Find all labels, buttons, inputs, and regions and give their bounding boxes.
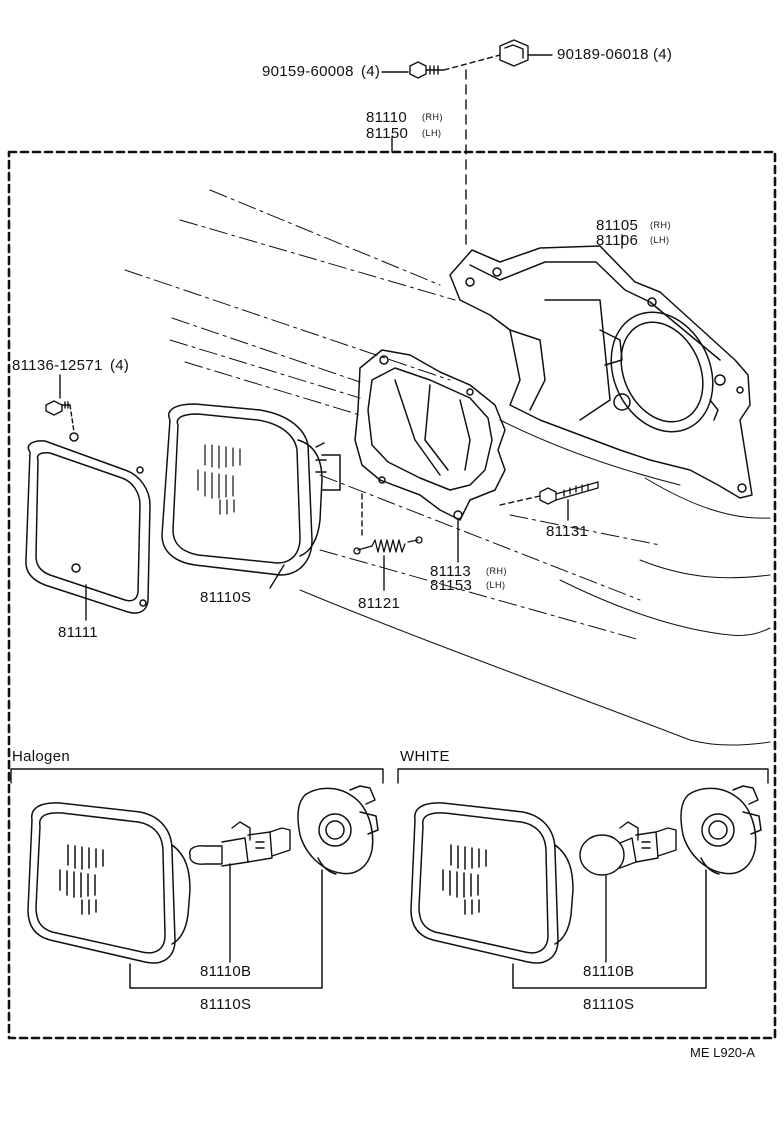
guide-lines	[125, 190, 660, 640]
white-unit-icon	[411, 803, 706, 988]
label-adjust-screw-number: 81131	[546, 523, 589, 540]
label-halogen-unit: 81110S	[200, 996, 252, 1013]
label-variant-halogen: Halogen	[12, 748, 70, 765]
sealed-beam-unit-icon	[162, 404, 340, 575]
halogen-unit-icon	[28, 803, 322, 988]
label-nut-clip-number: 90189-06018	[557, 46, 649, 63]
label-white-unit: 81110S	[583, 996, 635, 1013]
label-bracket-lh-number: 81106	[596, 232, 639, 249]
label-unit-number: 81110S	[200, 589, 252, 606]
white-bracket	[398, 769, 768, 783]
housing-icon	[355, 350, 505, 520]
diagram-code: ME L920-A	[690, 1045, 756, 1060]
label-housing-lh-number: 81153	[430, 577, 473, 594]
rim-icon	[26, 433, 150, 613]
adjust-screw-icon	[540, 482, 598, 504]
white-bulb-icon	[580, 822, 676, 875]
screw-icon	[46, 401, 70, 415]
label-assy-lh-number: 81150	[366, 125, 409, 142]
label-halogen-bulb: 81110B	[200, 963, 252, 980]
label-housing-rh-side: (RH)	[486, 566, 507, 576]
bracket-icon	[450, 246, 752, 498]
label-rim-number: 81111	[58, 624, 98, 641]
white-socket-icon	[681, 786, 761, 874]
nut-clip-icon	[500, 40, 528, 66]
lens-pattern-icon	[198, 445, 240, 514]
halogen-socket-icon	[298, 786, 378, 874]
bolt-icon	[410, 62, 444, 78]
spring-icon	[354, 537, 422, 554]
label-housing-rh-number: 81113	[430, 563, 471, 580]
body-contour	[300, 420, 770, 745]
label-bolt-qty: (4)	[361, 63, 381, 80]
label-bracket-rh-number: 81105	[596, 217, 639, 234]
label-bracket-lh-side: (LH)	[650, 235, 670, 245]
label-housing-lh-side: (LH)	[486, 580, 506, 590]
label-variant-white: WHITE	[400, 748, 450, 765]
label-assy-rh-side: (RH)	[422, 112, 443, 122]
halogen-bulb-icon	[190, 822, 290, 866]
label-nut-clip-qty: (4)	[653, 46, 673, 63]
label-screw-qty: (4)	[110, 357, 130, 374]
label-assy-lh-side: (LH)	[422, 128, 442, 138]
label-spring-number: 81121	[358, 595, 401, 612]
label-white-bulb: 81110B	[583, 963, 635, 980]
halogen-bracket	[11, 769, 383, 783]
label-screw-number: 81136-12571	[12, 357, 103, 374]
label-bracket-rh-side: (RH)	[650, 220, 671, 230]
label-assy-rh-number: 81110	[366, 109, 407, 126]
label-bolt-number: 90159-60008	[262, 63, 354, 80]
